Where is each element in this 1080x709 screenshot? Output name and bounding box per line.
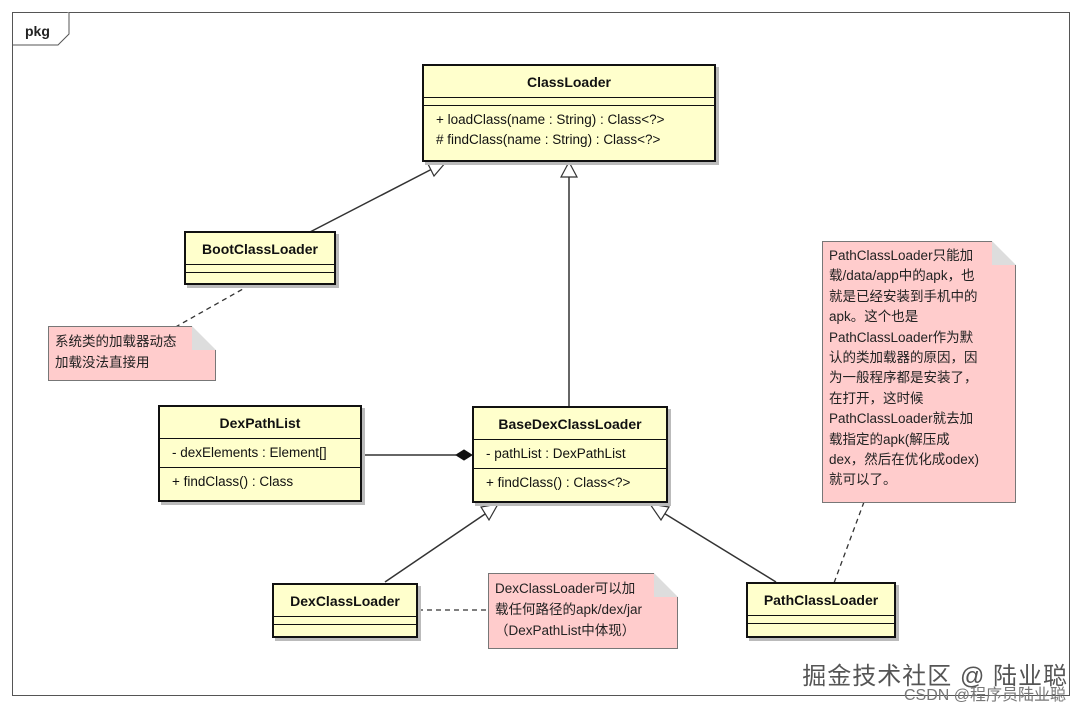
class-dexpathlist[interactable]: DexPathList - dexElements : Element[] + … bbox=[158, 405, 362, 502]
attribute-dexelements: - dexElements : Element[] bbox=[172, 445, 327, 460]
note-line: 载任何路径的apk/dex/jar bbox=[495, 602, 643, 617]
note-line: PathClassLoader作为默 bbox=[829, 329, 974, 345]
watermark-sub: CSDN @程序员陆业聪 bbox=[903, 687, 1066, 704]
attributes-compartment bbox=[424, 98, 714, 106]
note-line: 认的类加载器的原因，因 bbox=[829, 350, 978, 366]
attributes-compartment: - dexElements : Element[] bbox=[160, 439, 360, 468]
operations-compartment: + findClass() : Class<?> bbox=[474, 469, 666, 497]
class-name: PathClassLoader bbox=[748, 584, 894, 616]
generalization-arrowhead bbox=[648, 503, 670, 522]
generalization-arrowhead bbox=[480, 503, 500, 522]
operations-compartment: + loadClass(name : String) : Class<?> # … bbox=[424, 106, 714, 154]
note-anchor-boot bbox=[171, 284, 251, 330]
class-basedexclassloader[interactable]: BaseDexClassLoader - pathList : DexPathL… bbox=[472, 406, 668, 503]
note-pathclassloader: PathClassLoader只能加 载/data/app中的apk，也 就是已… bbox=[822, 241, 1016, 503]
attributes-compartment bbox=[748, 616, 894, 624]
generalization-path-to-basedex bbox=[661, 511, 777, 583]
class-name: ClassLoader bbox=[424, 66, 714, 98]
operations-compartment bbox=[274, 625, 416, 632]
note-line: 就可以了。 bbox=[829, 472, 897, 488]
note-line: 载/data/app中的apk，也 bbox=[829, 268, 975, 284]
note-line: apk。这个也是 bbox=[829, 309, 919, 325]
class-bootclassloader[interactable]: BootClassLoader bbox=[184, 231, 336, 285]
note-line: 为一般程序都是安装了， bbox=[829, 370, 978, 386]
attributes-compartment: - pathList : DexPathList bbox=[474, 440, 666, 469]
class-classloader[interactable]: ClassLoader + loadClass(name : String) :… bbox=[422, 64, 716, 162]
note-dexclassloader: DexClassLoader可以加 载任何路径的apk/dex/jar （Dex… bbox=[488, 573, 678, 649]
operations-compartment bbox=[748, 624, 894, 631]
generalization-arrowhead bbox=[426, 161, 448, 178]
attributes-compartment bbox=[186, 265, 334, 273]
attributes-compartment bbox=[274, 617, 416, 625]
generalization-arrowhead bbox=[560, 160, 578, 178]
note-line: 加载没法直接用 bbox=[55, 355, 150, 370]
generalization-boot-to-classloader bbox=[309, 167, 435, 233]
class-name: DexPathList bbox=[160, 407, 360, 439]
package-tab bbox=[12, 12, 70, 46]
note-bootclassloader: 系统类的加载器动态 加载没法直接用 bbox=[48, 326, 216, 381]
class-pathclassloader[interactable]: PathClassLoader bbox=[746, 582, 896, 638]
note-anchor-path bbox=[833, 501, 865, 584]
note-line: （DexPathList中体现） bbox=[495, 623, 636, 638]
note-line: 在打开，这时候 bbox=[829, 390, 924, 406]
generalization-dex-to-basedex bbox=[384, 511, 489, 583]
operation-findclass: + findClass() : Class bbox=[172, 474, 294, 489]
class-name: DexClassLoader bbox=[274, 585, 416, 617]
class-dexclassloader[interactable]: DexClassLoader bbox=[272, 583, 418, 638]
package-frame bbox=[12, 12, 1070, 696]
note-line: 系统类的加载器动态 bbox=[55, 334, 177, 349]
watermark-main: 掘金技术社区 @ 陆业聪 bbox=[802, 663, 1068, 690]
operation-findclass: + findClass() : Class<?> bbox=[486, 475, 631, 490]
note-line: 就是已经安装到手机中的 bbox=[829, 288, 978, 304]
operations-compartment: + findClass() : Class bbox=[160, 468, 360, 496]
note-line: PathClassLoader就去加 bbox=[829, 411, 974, 427]
note-line: DexClassLoader可以加 bbox=[495, 581, 636, 596]
package-label: pkg bbox=[25, 23, 50, 39]
attribute-pathlist: - pathList : DexPathList bbox=[486, 446, 626, 461]
operation-findclass: # findClass(name : String) : Class<?> bbox=[436, 132, 661, 147]
class-name: BaseDexClassLoader bbox=[474, 408, 666, 440]
composition-diamond bbox=[455, 449, 473, 461]
note-line: 载指定的apk(解压成 bbox=[829, 431, 950, 447]
class-name: BootClassLoader bbox=[186, 233, 334, 265]
note-line: PathClassLoader只能加 bbox=[829, 248, 974, 263]
operations-compartment bbox=[186, 273, 334, 280]
operation-loadclass: + loadClass(name : String) : Class<?> bbox=[436, 112, 665, 127]
note-line: dex，然后在优化成odex) bbox=[829, 452, 980, 468]
